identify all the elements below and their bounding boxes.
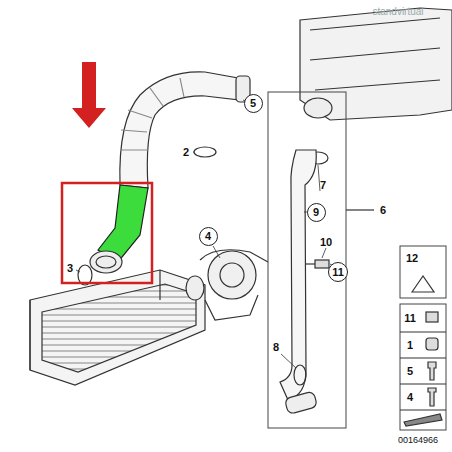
callout-circle: 4: [199, 227, 218, 246]
callout-number: 11: [332, 267, 344, 278]
callout-number: 9: [313, 207, 319, 218]
callout-number: 1: [407, 340, 413, 351]
callout-circle: 5: [244, 94, 263, 113]
callout-number: 3: [67, 263, 73, 274]
watermark: standvirtual: [372, 7, 423, 17]
callout-circle: 9: [307, 203, 326, 222]
callout-circle: 11: [328, 262, 348, 282]
diagram-code: 00164966: [398, 436, 438, 445]
callout-number: 6: [380, 205, 386, 216]
callout-number: 8: [273, 342, 279, 353]
callout-number: 10: [320, 237, 332, 248]
callout-number: 2: [183, 147, 189, 158]
callout-number: 5: [407, 366, 413, 377]
callout-number: 4: [205, 231, 211, 242]
callout-number: 5: [250, 98, 256, 109]
callout-number: 12: [406, 253, 418, 264]
callout-number: 11: [404, 313, 416, 324]
callout-number: 4: [407, 392, 413, 403]
callout-number: 7: [320, 180, 326, 191]
